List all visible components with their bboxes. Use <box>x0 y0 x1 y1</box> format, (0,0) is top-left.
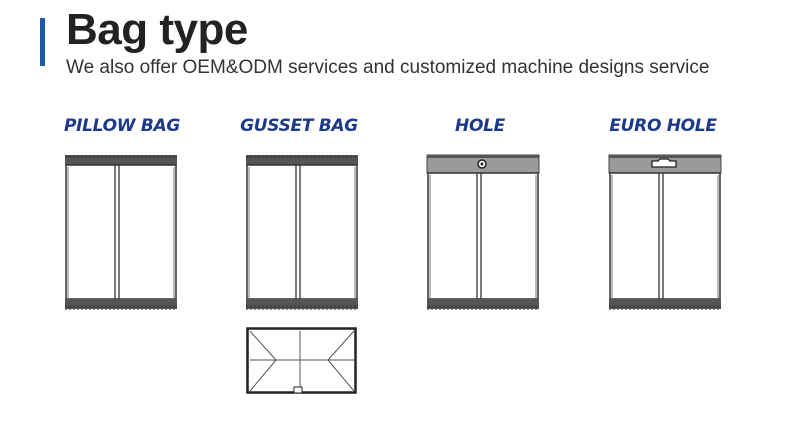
bag-label-hole: HOLE <box>455 116 505 136</box>
hole-bag-icon <box>426 154 540 310</box>
bag-label-pillow: PILLOW BAG <box>63 116 181 136</box>
gusset-bag-icon <box>246 155 358 310</box>
bag-label-euro-hole: EURO HOLE <box>609 116 717 136</box>
gusset-bottom-view-icon <box>246 327 357 394</box>
euro-hole-bag-icon <box>608 154 722 310</box>
page-title: Bag type <box>66 5 248 54</box>
page-subtitle: We also offer OEM&ODM services and custo… <box>66 57 710 78</box>
title-accent-bar <box>40 18 45 66</box>
bag-label-gusset: GUSSET BAG <box>240 116 358 136</box>
pillow-bag-icon <box>65 155 177 310</box>
